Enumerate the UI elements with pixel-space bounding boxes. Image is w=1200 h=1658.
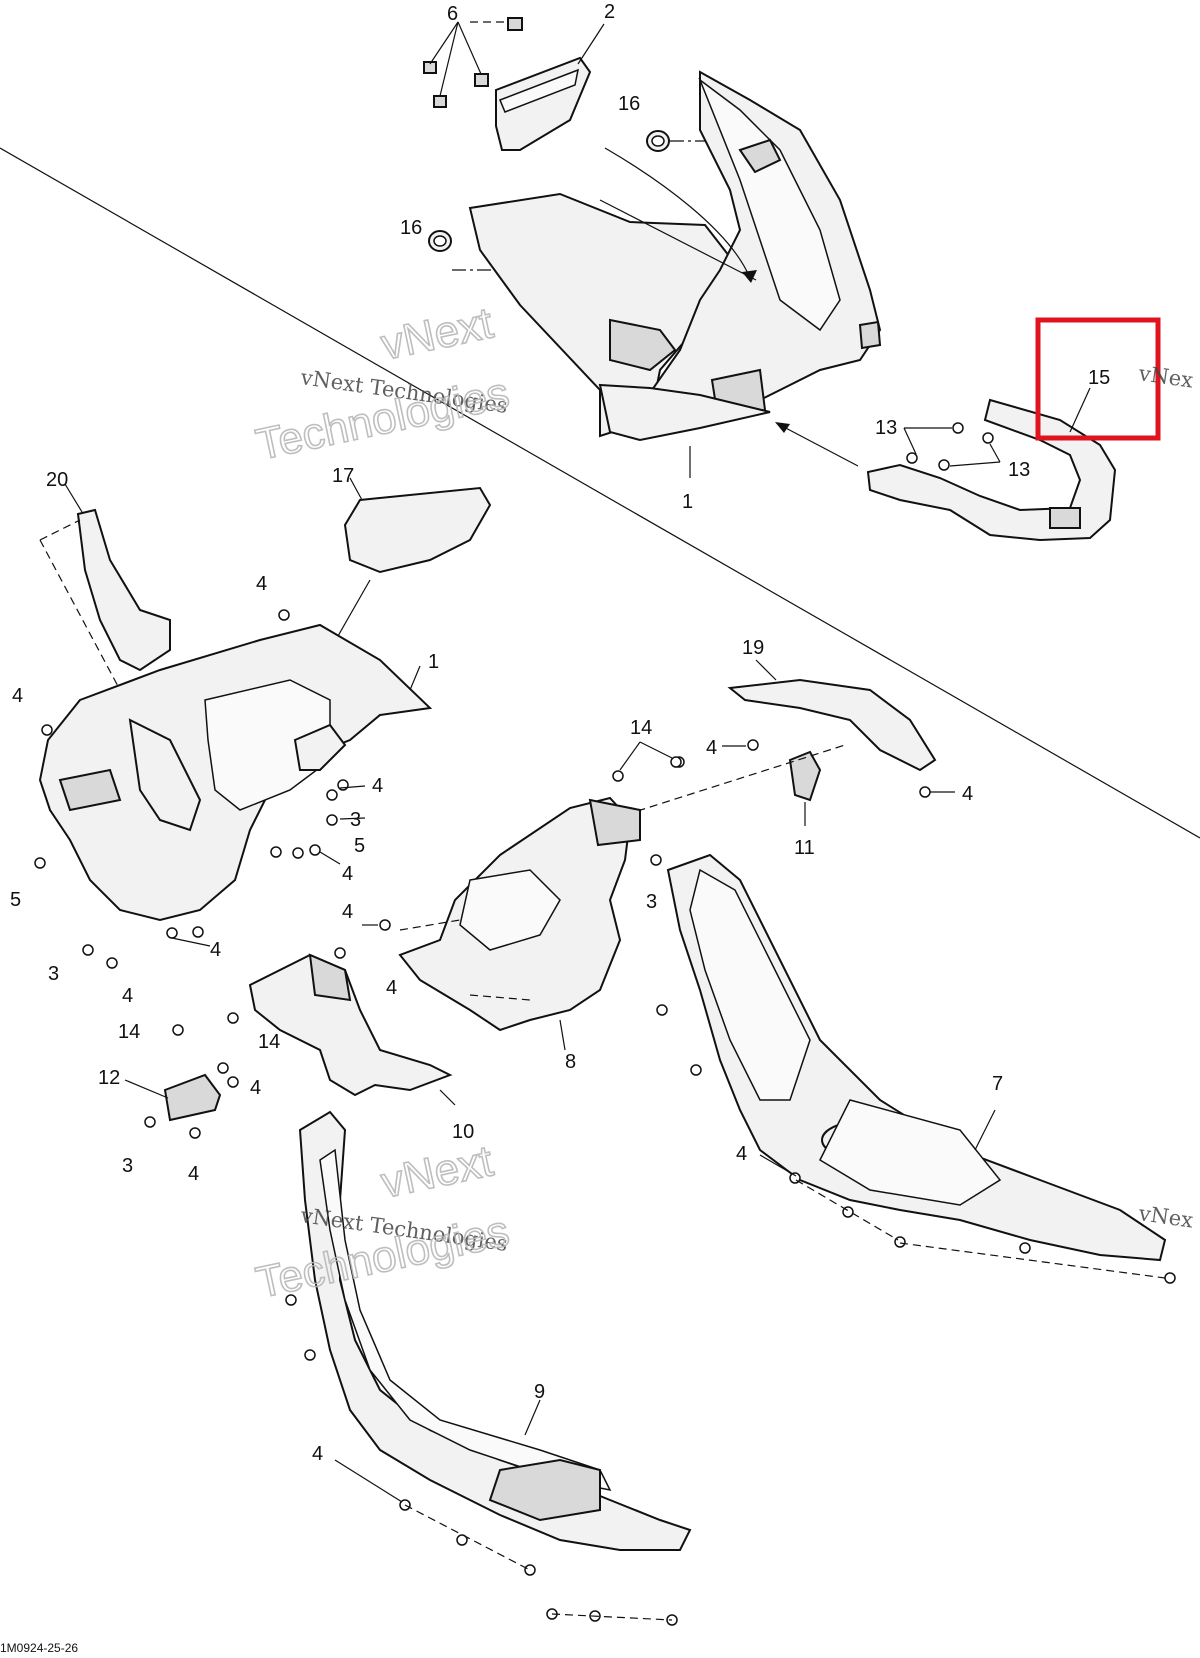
callout-5: 5 (354, 835, 365, 857)
part-16-grommets (428, 130, 728, 271)
division-line (0, 147, 1200, 839)
part-12-bracket (124, 1062, 239, 1139)
callout-4: 4 (122, 985, 133, 1007)
callout-4: 4 (736, 1143, 747, 1165)
callout-4: 4 (962, 783, 973, 805)
part-20-bracket (39, 483, 171, 691)
part-15-grab-handle (866, 387, 1117, 542)
callout-5: 5 (10, 889, 21, 911)
part-11-bracket (624, 744, 846, 826)
drawing-number: 1M0924-25-26 (0, 1641, 78, 1655)
watermark: vNext Technologies vNext Technologies vN… (251, 298, 1195, 1309)
part-8-console (398, 796, 641, 1051)
callout-labels: 6 2 16 16 15 13 13 1 20 17 4 1 4 19 14 4… (10, 1, 1110, 1465)
callout-20: 20 (46, 469, 68, 491)
callout-11: 11 (794, 837, 815, 859)
callout-3: 3 (350, 809, 361, 831)
svg-text:vNext: vNext (377, 298, 497, 369)
callout-14: 14 (630, 717, 652, 739)
callout-10: 10 (452, 1121, 474, 1143)
part-6-clips (423, 17, 523, 108)
callout-13: 13 (1008, 459, 1030, 481)
callout-4: 4 (706, 737, 717, 759)
callout-8: 8 (565, 1051, 576, 1073)
part-1-side-body (38, 623, 433, 922)
callout-19: 19 (742, 637, 764, 659)
callout-12: 12 (98, 1067, 120, 1089)
callout-4: 4 (342, 863, 353, 885)
callout-6: 6 (447, 3, 458, 25)
svg-text:vNex: vNex (1136, 361, 1194, 393)
highlight-box (1035, 317, 1161, 441)
callout-16: 16 (400, 217, 422, 239)
callout-16: 16 (618, 93, 640, 115)
callout-3: 3 (122, 1155, 133, 1177)
callout-4: 4 (210, 939, 221, 961)
svg-text:vNext: vNext (377, 1136, 497, 1207)
callout-7: 7 (992, 1073, 1003, 1095)
callout-4: 4 (256, 573, 267, 595)
part-10-bracket (248, 919, 456, 1106)
callout-3: 3 (646, 891, 657, 913)
callout-17: 17 (332, 465, 354, 487)
callout-15: 15 (1088, 367, 1110, 389)
callout-4: 4 (386, 977, 397, 999)
callout-14: 14 (118, 1021, 140, 1043)
callout-4: 4 (342, 901, 353, 923)
callout-4: 4 (372, 775, 383, 797)
callout-14: 14 (258, 1031, 280, 1053)
side-body-fasteners (34, 609, 366, 969)
callout-3: 3 (48, 963, 59, 985)
part-1-front-fairing (468, 70, 882, 478)
assembly-arrows (604, 147, 859, 467)
part-2-top-panel (495, 23, 605, 151)
callout-4: 4 (188, 1163, 199, 1185)
part-7-lower-panel (650, 853, 1176, 1284)
part-14-screws (172, 741, 682, 1036)
callout-1: 1 (682, 491, 693, 513)
callout-1: 1 (428, 651, 439, 673)
callout-13: 13 (875, 417, 897, 439)
callout-4: 4 (250, 1077, 261, 1099)
callout-4: 4 (312, 1443, 323, 1465)
callout-9: 9 (534, 1381, 545, 1403)
callout-4: 4 (12, 685, 23, 707)
part-9-lower-rail (285, 1110, 692, 1626)
part-13-bolts (903, 422, 1001, 471)
callout-2: 2 (604, 1, 615, 23)
